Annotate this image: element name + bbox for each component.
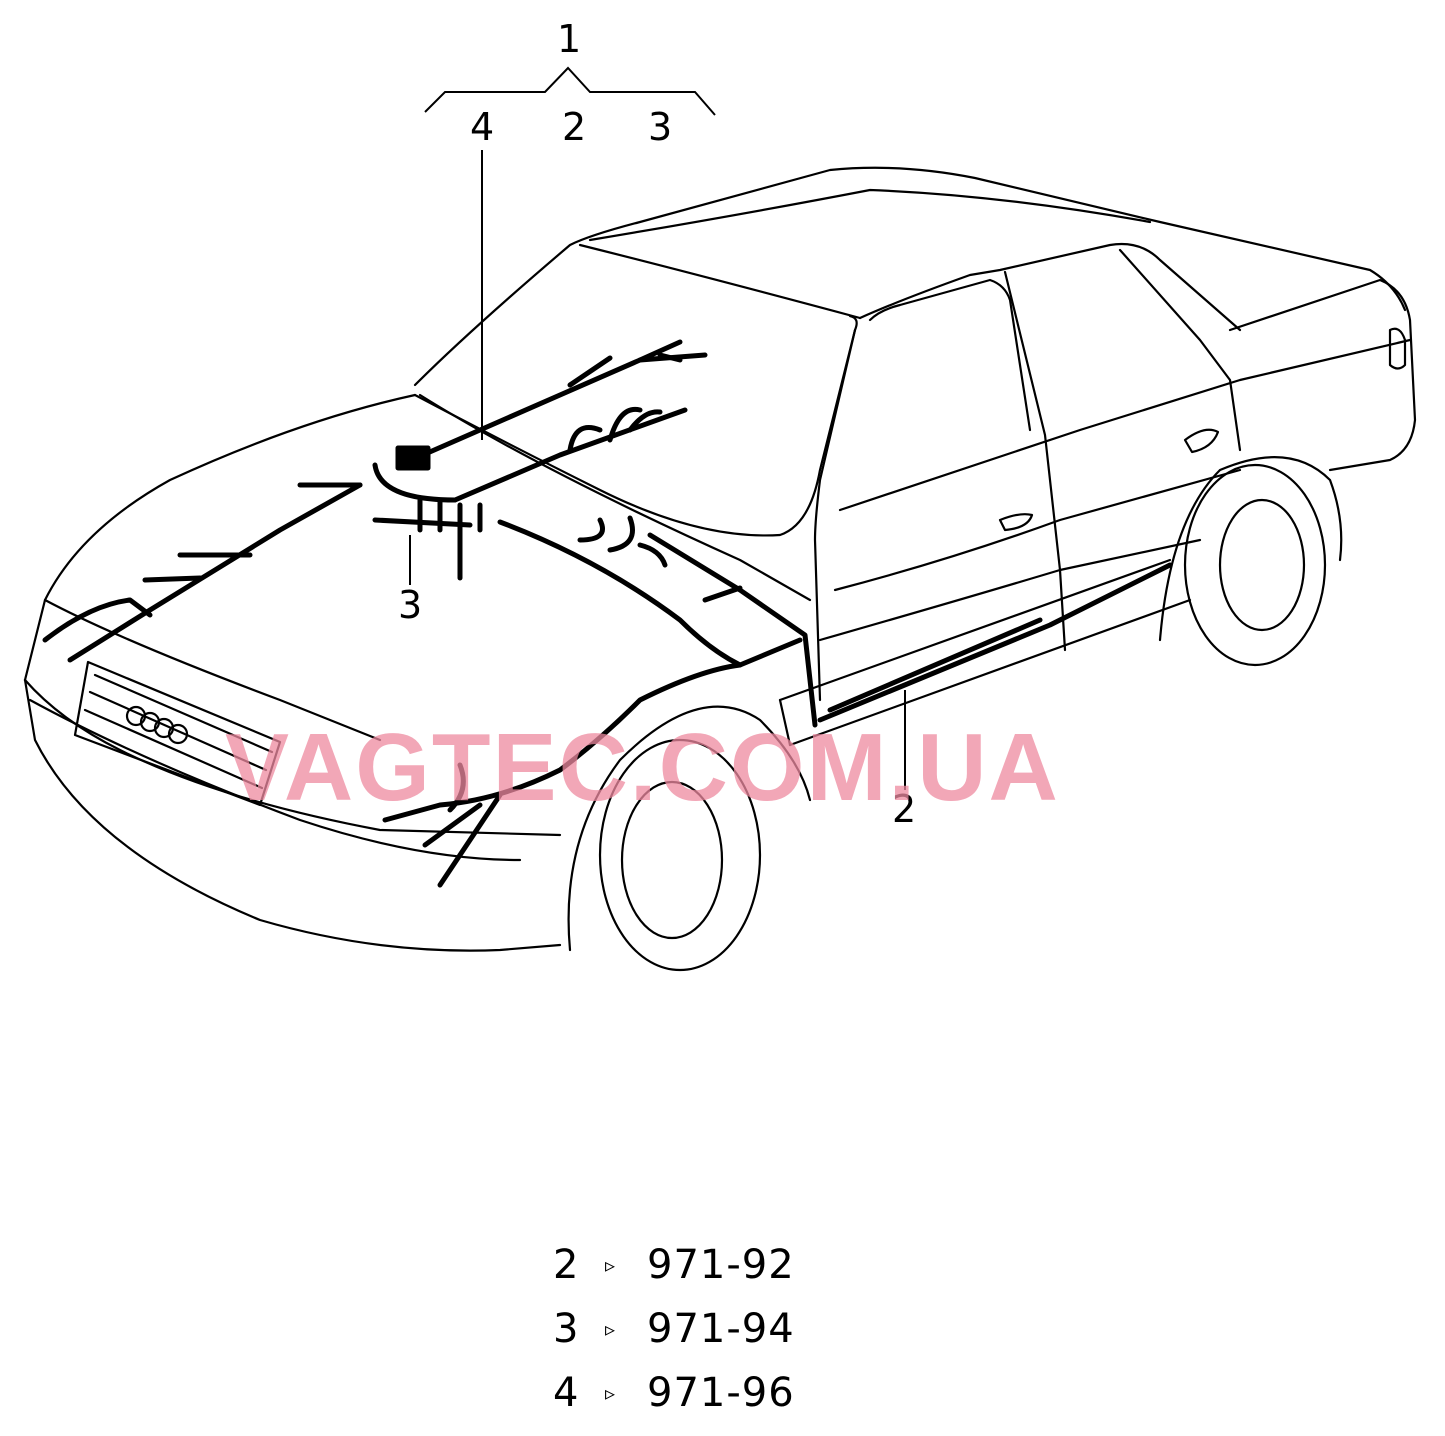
callout-label-2-sill: 2 (892, 787, 916, 831)
car-outline (23, 166, 1417, 972)
reference-code: 971-92 (647, 1242, 795, 1288)
reference-row: 3 ▹ 971-94 (553, 1297, 873, 1361)
callout-group-label: 1 (557, 17, 581, 61)
callout-label-4: 4 (470, 105, 494, 149)
wiring-harness-diagram: 1 4 2 3 3 2 VAGTEC.COM.UA (23, 17, 1417, 972)
reference-row: 4 ▹ 971-96 (553, 1361, 873, 1425)
reference-number: 4 (553, 1370, 579, 1416)
reference-code: 971-94 (647, 1306, 795, 1352)
harness-lines (42, 339, 1173, 888)
reference-arrow-icon: ▹ (605, 1253, 616, 1277)
callout-label-3-top: 3 (648, 105, 672, 149)
reference-arrow-icon: ▹ (605, 1381, 616, 1405)
reference-row: 2 ▹ 971-92 (553, 1233, 873, 1297)
callout-label-3-engine: 3 (398, 583, 422, 627)
callout-label-2-top: 2 (562, 105, 586, 149)
watermark-text: VAGTEC.COM.UA (225, 714, 1060, 821)
reference-number: 2 (553, 1242, 579, 1288)
callout-leaders (409, 66, 906, 790)
reference-number: 3 (553, 1306, 579, 1352)
reference-arrow-icon: ▹ (605, 1317, 616, 1341)
reference-code: 971-96 (647, 1370, 795, 1416)
reference-list: 2 ▹ 971-92 3 ▹ 971-94 4 ▹ 971-96 (553, 1233, 873, 1425)
